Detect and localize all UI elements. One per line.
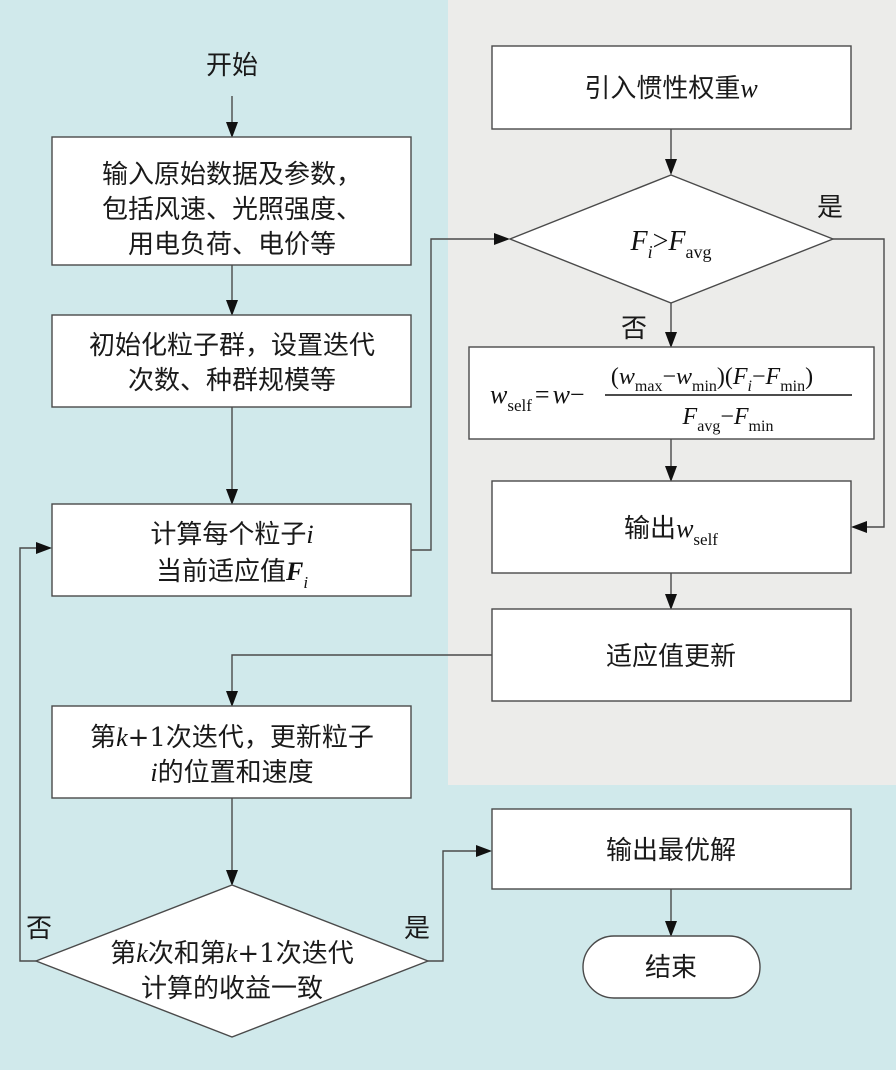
adaptive-weight-formula-node: wself=w− (wmax−wmin)(Fi−Fmin) Favg−Fmin (468, 346, 875, 440)
update-line-2: i的位置和速度 (150, 758, 313, 788)
converge-no-label: 否 (26, 914, 52, 944)
edge-converge-fitness (19, 547, 40, 962)
init-swarm-node: 初始化粒子群，设置迭代 次数、种群规模等 (51, 314, 412, 408)
arrowhead (665, 159, 677, 175)
converge-line-2: 计算的收益一致 (141, 974, 323, 1004)
arrowhead (494, 233, 510, 245)
arrowhead (226, 300, 238, 316)
input-data-node: 输入原始数据及参数， 包括风速、光照强度、 用电负荷、电价等 (51, 136, 412, 266)
arrowhead (226, 122, 238, 138)
compare-expression: Fi>Favg (629, 226, 711, 262)
edge-fitness-update-update (231, 654, 492, 695)
fitness-compare-decision-node: Fi>Favg (508, 174, 835, 304)
iteration-update-node: 第k+1次迭代，更新粒子 i的位置和速度 (51, 705, 412, 799)
input-line-1: 输入原始数据及参数， (102, 160, 362, 190)
inertia-label: 引入惯性权重w (584, 74, 758, 104)
arrowhead (226, 691, 238, 707)
init-line-2: 次数、种群规模等 (128, 366, 336, 396)
formula-lhs: wself=w− (490, 380, 585, 415)
update-line-1: 第k+1次迭代，更新粒子 (90, 723, 374, 753)
converge-line-1: 第k次和第k+1次迭代 (110, 939, 353, 969)
convergence-decision-node: 第k次和第k+1次迭代 计算的收益一致 (34, 884, 430, 1038)
init-line-1: 初始化粒子群，设置迭代 (89, 331, 375, 361)
end-node: 结束 (582, 935, 761, 999)
output-best-solution-node: 输出最优解 (491, 808, 852, 890)
arrowhead (665, 594, 677, 610)
arrowhead (226, 489, 238, 505)
edge-fitness-compare (411, 238, 498, 551)
formula-denominator: Favg−Fmin (682, 404, 774, 435)
arrowhead (665, 921, 677, 937)
compute-fitness-node: 计算每个粒子i 当前适应值Fi (51, 503, 412, 597)
inertia-weight-node: 引入惯性权重w (491, 45, 852, 130)
input-line-3: 用电负荷、电价等 (128, 230, 336, 260)
fitness-update-node: 适应值更新 (491, 608, 852, 702)
fitness-update-label: 适应值更新 (606, 642, 736, 672)
formula-numerator: (wmax−wmin)(Fi−Fmin) (611, 364, 813, 395)
input-line-2: 包括风速、光照强度、 (102, 195, 362, 225)
fitness-line-1: 计算每个粒子i (150, 520, 313, 550)
end-label: 结束 (645, 953, 697, 983)
fitness-line-2: 当前适应值Fi (156, 557, 308, 592)
edge-converge-output-best (428, 850, 480, 962)
arrowhead (226, 870, 238, 886)
output-best-label: 输出最优解 (606, 836, 736, 866)
output-weight-node: 输出wself (491, 480, 852, 574)
output-weight-label: 输出wself (624, 514, 718, 549)
edge-compare-output-w (833, 238, 885, 528)
compare-yes-label: 是 (817, 193, 843, 223)
compare-no-label: 否 (621, 314, 647, 344)
converge-yes-label: 是 (404, 914, 430, 944)
arrowhead (665, 332, 677, 348)
arrowhead (851, 521, 867, 533)
arrowhead (476, 845, 492, 857)
connectors (19, 96, 885, 962)
arrowhead (665, 466, 677, 482)
start-node: 开始 (206, 51, 258, 81)
arrowhead (36, 542, 52, 554)
